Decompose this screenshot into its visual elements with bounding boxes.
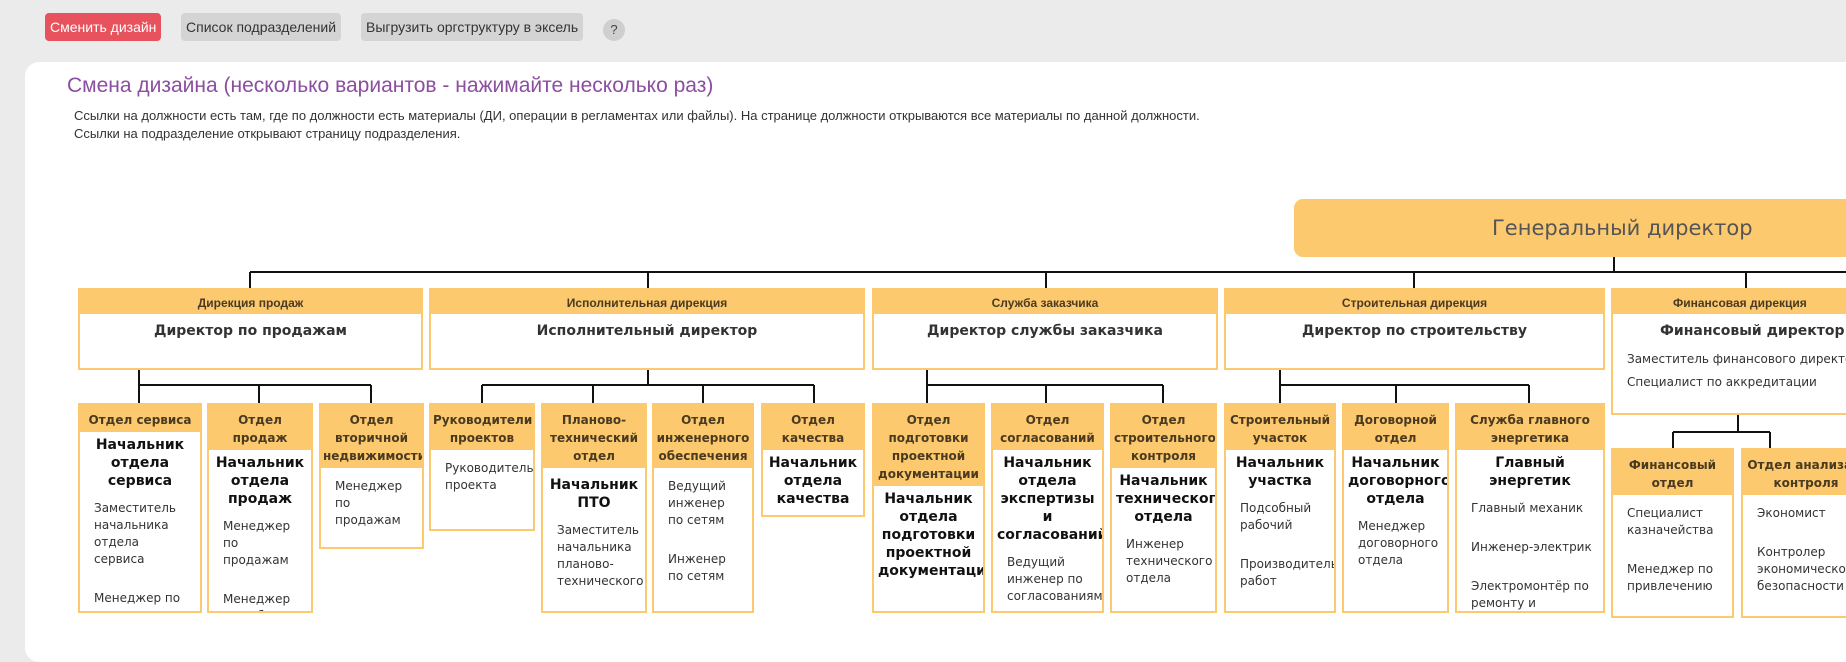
department-member: Производитель работ <box>1240 557 1336 588</box>
department-member: Менеджер по <box>94 591 181 605</box>
directorate-title[interactable]: Строительная дирекция <box>1226 290 1603 314</box>
department-member: Менеджер договорного отдела <box>1358 519 1439 567</box>
department-title[interactable]: Договорной отдел <box>1344 405 1447 450</box>
department-member: Электромонтёр по ремонту и <box>1471 579 1589 610</box>
directorate-head[interactable]: Директор по продажам <box>154 323 347 339</box>
department-head[interactable]: Начальник отдела качества <box>768 455 858 507</box>
department-card: Отдел подготовки проектной документации … <box>872 403 985 613</box>
department-card: Отдел инженерного обеспечения Ведущий ин… <box>652 403 754 613</box>
description-line: Ссылки на должности есть там, где по дол… <box>74 108 1200 123</box>
department-member: Заместитель начальника планово-техническ… <box>557 523 644 588</box>
department-card: Отдел вторичной недвижимости Менеджер по… <box>319 403 424 549</box>
department-card: Отдел качества Начальник отдела качества <box>761 403 865 517</box>
department-title[interactable]: Планово-технический отдел <box>543 405 645 468</box>
department-member: Инженер по сетям <box>668 552 726 583</box>
department-title[interactable]: Служба главного энергетика <box>1457 405 1603 450</box>
department-title[interactable]: Отдел сервиса <box>80 405 200 432</box>
department-title[interactable]: Отдел согласований <box>993 405 1102 450</box>
department-member: Контролер экономической безопасности <box>1757 545 1846 593</box>
department-card: Отдел анализа и контроля Экономист Контр… <box>1741 448 1846 618</box>
department-card: Руководители проектов Руководитель проек… <box>429 403 535 531</box>
department-member: Менеджер по продажам <box>223 519 291 567</box>
department-card: Отдел строительного контроля Начальник т… <box>1110 403 1217 613</box>
department-title[interactable]: Руководители проектов <box>431 405 533 450</box>
department-head[interactable]: Начальник технического отдела <box>1116 473 1217 525</box>
change-design-button[interactable]: Сменить дизайн <box>45 13 161 41</box>
department-title[interactable]: Отдел анализа и контроля <box>1743 450 1846 495</box>
export-excel-button[interactable]: Выгрузить оргструктуру в эксель <box>361 13 583 41</box>
department-member: Ведущий инженер по сетям <box>668 479 726 527</box>
department-member: Подсобный рабочий <box>1240 501 1312 532</box>
directorate-head[interactable]: Директор службы заказчика <box>927 323 1163 339</box>
department-member: Специалист казначейства <box>1627 506 1714 537</box>
department-member: Менеджер по работе с <box>223 592 297 611</box>
department-head[interactable]: Начальник отдела продаж <box>215 455 305 507</box>
page-title: Смена дизайна (несколько вариантов - наж… <box>67 74 714 97</box>
department-title[interactable]: Финансовый отдел <box>1613 450 1732 495</box>
department-head[interactable]: Начальник договорного отдела <box>1348 455 1449 507</box>
department-title[interactable]: Отдел вторичной недвижимости <box>321 405 422 468</box>
department-head[interactable]: Начальник отдела подготовки проектной до… <box>878 491 985 579</box>
department-title[interactable]: Отдел инженерного обеспечения <box>654 405 752 468</box>
department-card: Отдел согласований Начальник отдела эксп… <box>991 403 1104 613</box>
department-member: Инженер-электрик <box>1471 540 1592 554</box>
department-head[interactable]: Начальник отдела сервиса <box>95 437 185 489</box>
directorate-sales: Дирекция продаж Директор по продажам <box>78 288 423 370</box>
directorate-construction: Строительная дирекция Директор по строит… <box>1224 288 1605 370</box>
department-title[interactable]: Отдел продаж <box>209 405 311 450</box>
department-card: Служба главного энергетика Главный энерг… <box>1455 403 1605 613</box>
general-director-box[interactable]: Генеральный директор <box>1294 199 1846 257</box>
department-head[interactable]: Начальник ПТО <box>549 477 639 511</box>
directorate-member: Специалист по аккредитации <box>1627 375 1817 389</box>
department-member: Менеджер по продажам <box>335 479 403 527</box>
department-card: Финансовый отдел Специалист казначейства… <box>1611 448 1734 618</box>
department-title[interactable]: Строительный участок <box>1226 405 1334 450</box>
department-card: Отдел сервиса Начальник отдела сервиса З… <box>78 403 202 613</box>
department-head[interactable]: Главный энергетик <box>1489 455 1571 489</box>
department-head[interactable]: Начальник отдела экспертизы и согласован… <box>997 455 1104 543</box>
department-card: Планово-технический отдел Начальник ПТО … <box>541 403 647 613</box>
help-icon[interactable]: ? <box>603 19 625 41</box>
department-member: Экономист <box>1757 506 1826 520</box>
directorate-member: Заместитель финансового директора <box>1627 352 1846 366</box>
department-member: Главный механик <box>1471 501 1584 515</box>
department-member: Инженер технического отдела <box>1126 537 1213 585</box>
department-member: Ведущий инженер по согласованиям <box>1007 555 1103 603</box>
department-title[interactable]: Отдел качества <box>763 405 863 450</box>
description-line: Ссылки на подразделение открывают страни… <box>74 126 461 141</box>
directorate-executive: Исполнительная дирекция Исполнительный д… <box>429 288 865 370</box>
directorate-finance: Финансовая дирекция Финансовый директор … <box>1611 288 1846 415</box>
department-member: Менеджер по привлечению <box>1627 562 1714 593</box>
directorate-head[interactable]: Исполнительный директор <box>536 323 758 339</box>
directorate-customer-service: Служба заказчика Директор службы заказчи… <box>872 288 1218 370</box>
department-member: Заместитель начальника отдела сервиса <box>94 501 176 566</box>
department-card: Договорной отдел Начальник договорного о… <box>1342 403 1449 613</box>
department-card: Строительный участок Начальник участка П… <box>1224 403 1336 613</box>
department-member: Руководитель проекта <box>445 461 534 492</box>
department-title[interactable]: Отдел подготовки проектной документации <box>874 405 983 486</box>
department-card: Отдел продаж Начальник отдела продаж Мен… <box>207 403 313 613</box>
directorate-title[interactable]: Служба заказчика <box>874 290 1216 314</box>
directorate-head[interactable]: Директор по строительству <box>1301 323 1528 339</box>
department-head[interactable]: Начальник участка <box>1235 455 1325 489</box>
directorate-title[interactable]: Дирекция продаж <box>80 290 421 314</box>
directorate-head[interactable]: Финансовый директор <box>1660 323 1845 339</box>
org-connector-lines <box>138 257 1846 448</box>
directorate-title[interactable]: Финансовая дирекция <box>1613 290 1846 314</box>
directorate-title[interactable]: Исполнительная дирекция <box>431 290 863 314</box>
department-title[interactable]: Отдел строительного контроля <box>1112 405 1215 468</box>
department-list-button[interactable]: Список подразделений <box>181 13 341 41</box>
